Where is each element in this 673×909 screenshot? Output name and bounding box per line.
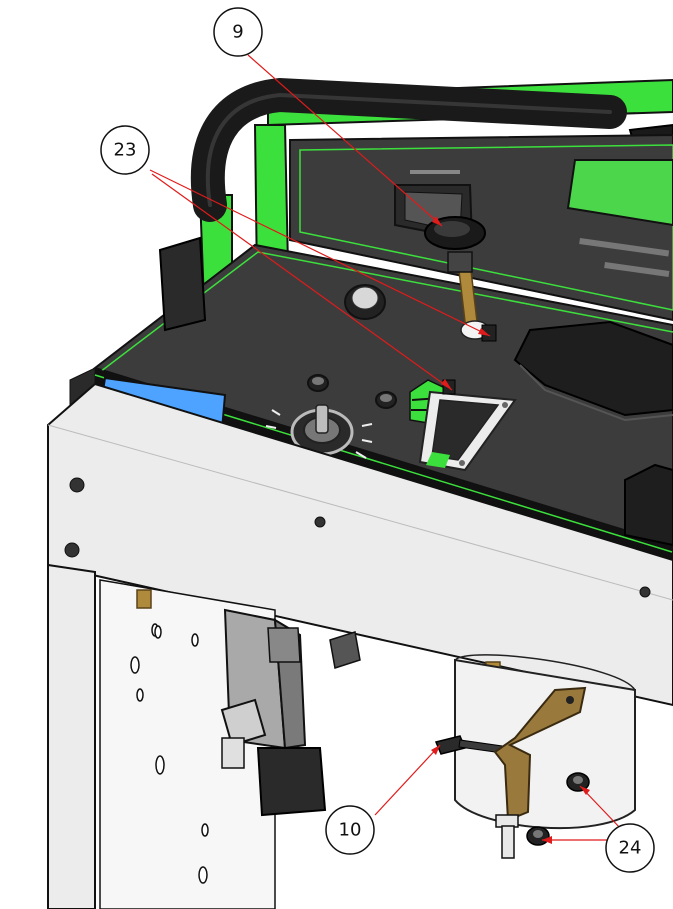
- callout-9-label: 9: [232, 22, 243, 43]
- left-leg: [47, 563, 96, 909]
- adjustment-slot-plate: [418, 390, 517, 472]
- bracket-bolt-shank: [501, 825, 515, 859]
- brass-fitting: [136, 589, 152, 609]
- leader-23a: [149, 169, 491, 337]
- rotary-selector-dial: [265, 404, 373, 477]
- steel-front-panel: [47, 382, 673, 707]
- callout-10-label: 10: [339, 820, 362, 841]
- canister-body: [454, 658, 636, 830]
- callout-10: 10: [325, 805, 375, 855]
- solenoid-coil: [256, 747, 327, 817]
- green-display-window: [566, 159, 673, 227]
- leader-23b: [151, 173, 453, 391]
- callout-23-label: 23: [114, 140, 137, 161]
- mounting-bracket: [493, 686, 587, 859]
- selector-knob: [315, 404, 329, 434]
- side-fitting: [329, 631, 361, 669]
- leader-lines: [149, 54, 623, 841]
- leader-9: [247, 54, 443, 227]
- callout-24-label: 24: [619, 838, 642, 859]
- callout-24: 24: [605, 823, 655, 873]
- side-bracket: [158, 236, 207, 332]
- bracket-plate: [493, 686, 587, 822]
- large-rocker-cover: [513, 320, 673, 417]
- callout-23: 23: [100, 125, 150, 175]
- callout-9: 9: [213, 7, 263, 57]
- elbow-fitting: [220, 698, 267, 747]
- panel-screw: [64, 542, 80, 558]
- valve-block-assembly: [220, 608, 361, 817]
- panel-screw: [639, 586, 651, 598]
- panel-screw: [69, 477, 85, 493]
- pedal-switch: [624, 463, 673, 547]
- panel-screw: [314, 516, 326, 528]
- bracket-bolt-head: [495, 814, 519, 828]
- filter-canister: [454, 654, 636, 830]
- leader-10: [374, 744, 441, 816]
- front-face-band: [47, 382, 673, 707]
